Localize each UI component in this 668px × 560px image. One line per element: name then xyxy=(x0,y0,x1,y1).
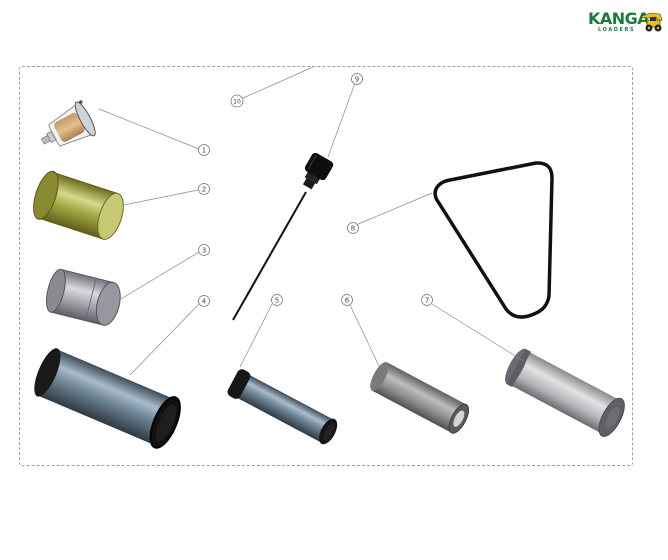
callout-10: 10 xyxy=(230,94,244,108)
leader-lines xyxy=(98,66,526,376)
callout-6: 6 xyxy=(341,294,353,306)
svg-text:4: 4 xyxy=(202,298,207,306)
part-3-spin-on-filter-grey xyxy=(45,268,121,326)
svg-text:3: 3 xyxy=(202,247,206,255)
callout-3: 3 xyxy=(198,244,210,256)
callout-9: 9 xyxy=(351,73,363,85)
svg-text:7: 7 xyxy=(425,297,429,305)
loader-machine-icon xyxy=(639,12,663,32)
svg-text:9: 9 xyxy=(355,76,359,84)
svg-text:6: 6 xyxy=(345,297,350,305)
brand-subtitle: LOADERS xyxy=(598,27,636,33)
part-1-fuel-filter xyxy=(41,100,96,147)
brand-name: KANGA xyxy=(588,9,650,28)
part-2-spin-on-filter-olive xyxy=(33,170,124,240)
callout-1: 1 xyxy=(198,144,210,156)
callout-4: 4 xyxy=(198,295,210,307)
callouts: 1 2 3 4 5 6 7 8 9 10 xyxy=(198,73,433,307)
part-4-air-filter-large xyxy=(34,348,181,449)
part-5-air-filter-small xyxy=(227,369,338,445)
svg-text:5: 5 xyxy=(275,297,279,305)
kit-boundary-frame xyxy=(19,66,633,466)
svg-text:8: 8 xyxy=(351,225,355,233)
callout-7: 7 xyxy=(421,294,433,306)
part-6-hydraulic-filter-element xyxy=(370,361,470,434)
part-8-drive-belt xyxy=(433,161,554,319)
callout-2: 2 xyxy=(198,183,210,195)
part-9-dipstick xyxy=(232,152,334,321)
svg-text:1: 1 xyxy=(202,147,206,155)
brand-logo: KANGA LOADERS xyxy=(588,10,664,36)
svg-text:2: 2 xyxy=(202,186,206,194)
callout-8: 8 xyxy=(347,222,359,234)
part-7-filter-cartridge xyxy=(505,348,625,437)
svg-text:10: 10 xyxy=(233,99,241,106)
callout-5: 5 xyxy=(271,294,283,306)
